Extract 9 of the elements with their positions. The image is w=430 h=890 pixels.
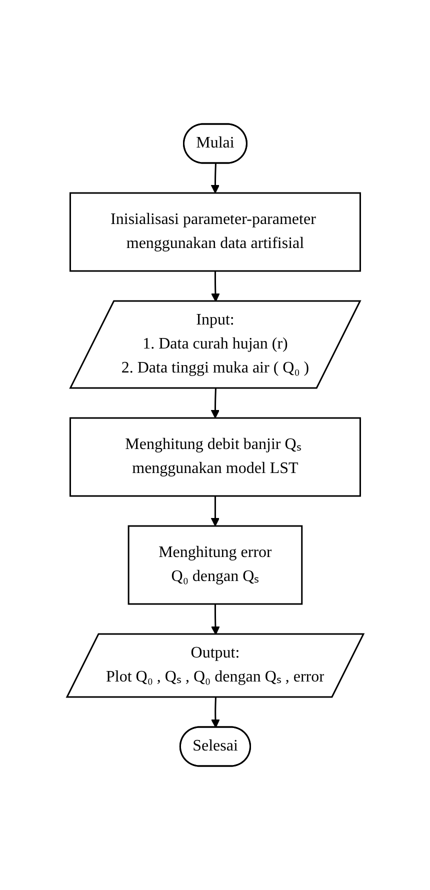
- node-box: Menghitung error Q₀ dengan Qₛ: [128, 525, 302, 605]
- arrow: [210, 604, 220, 635]
- arrow: [210, 271, 220, 302]
- arrow: [210, 388, 220, 418]
- arrow: [210, 163, 220, 194]
- arrow: [210, 697, 220, 728]
- arrow: [210, 496, 220, 526]
- node-box: Inisialisasi parameter-parameter menggunakan data artifisial: [69, 192, 361, 272]
- node-box: Menghitung debit banjir Qₛ menggunakan model LST: [69, 417, 361, 497]
